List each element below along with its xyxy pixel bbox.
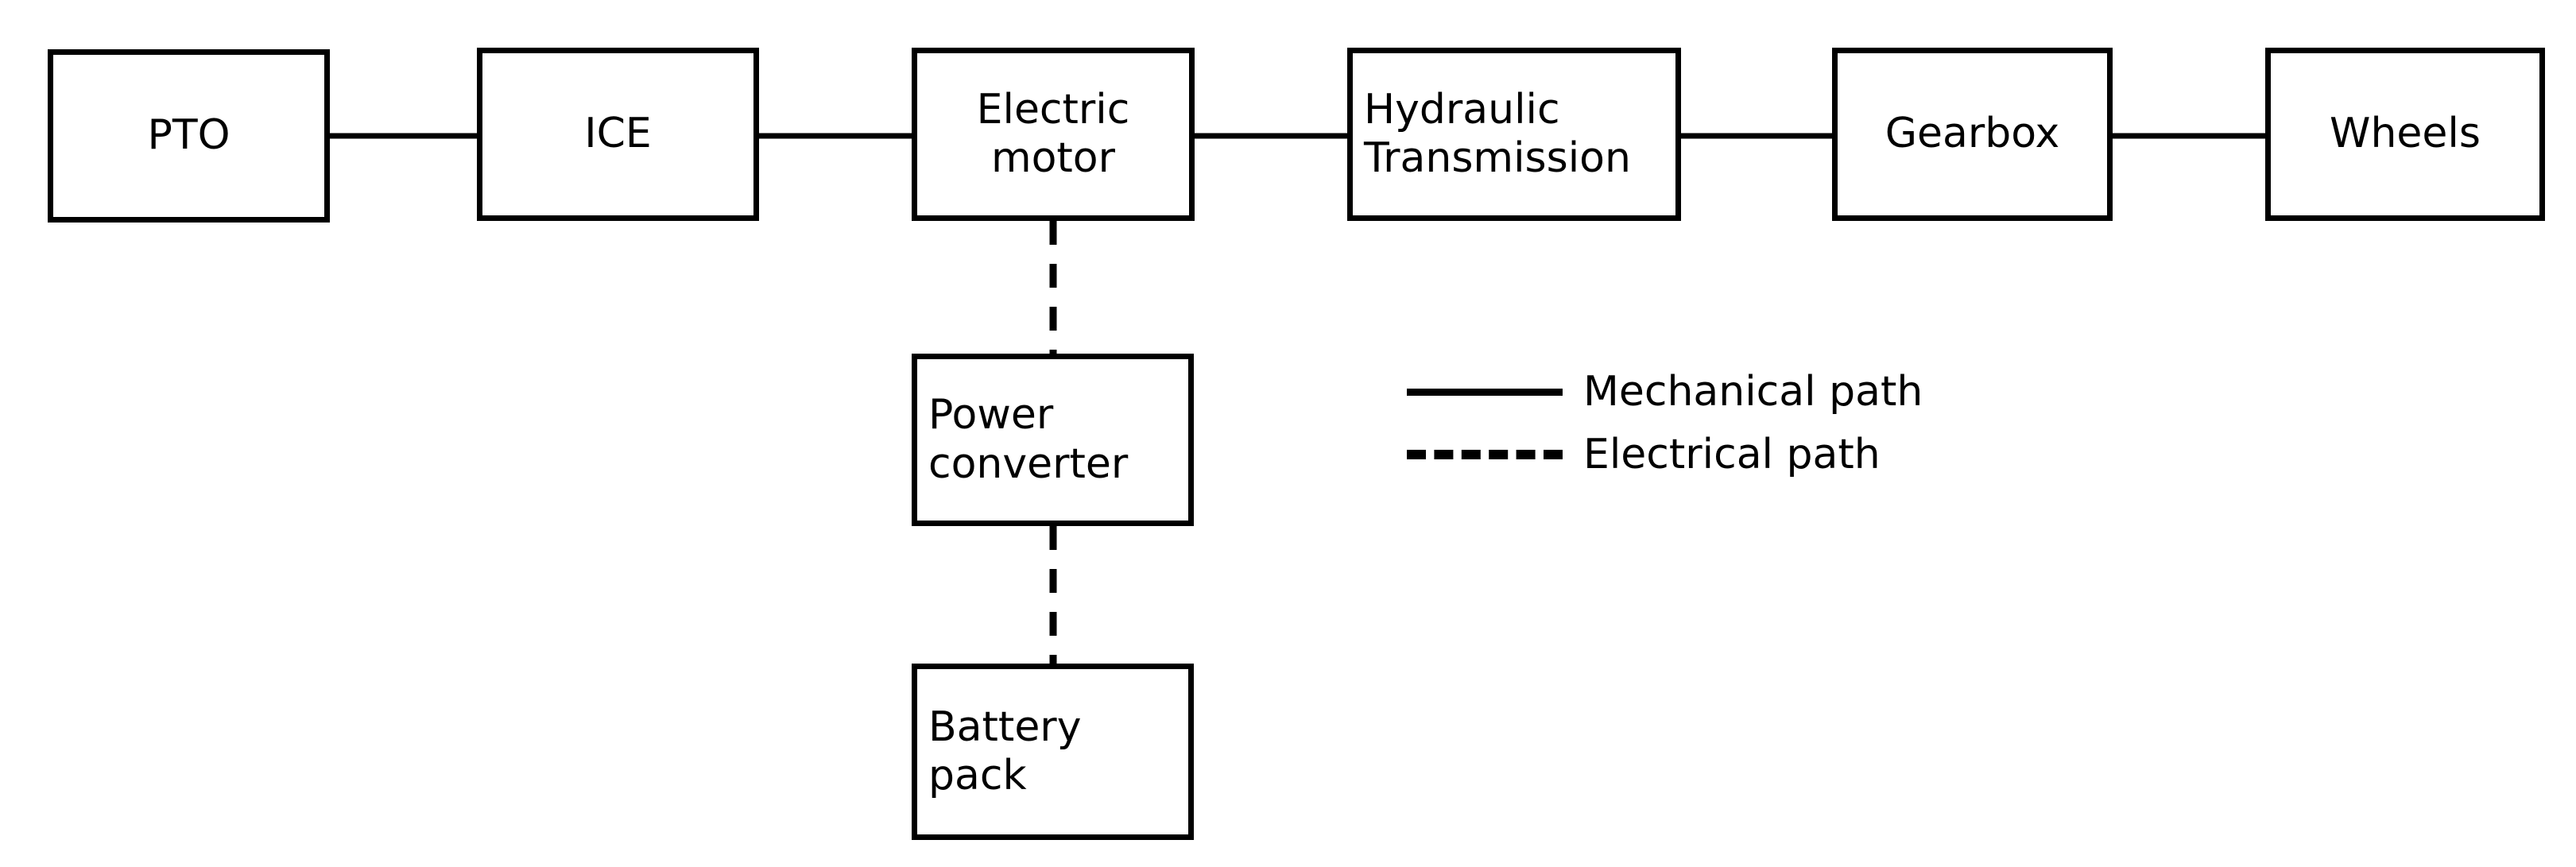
node-gearbox[interactable]: Gearbox <box>1832 48 2113 221</box>
node-label-gearbox: Gearbox <box>1885 110 2060 158</box>
node-pto[interactable]: PTO <box>48 49 330 223</box>
node-ice[interactable]: ICE <box>477 48 759 221</box>
node-label-pto: PTO <box>147 111 230 160</box>
legend-label-electrical-path: Electrical path <box>1583 431 1881 478</box>
node-battery_pack[interactable]: Battery pack <box>912 664 1194 840</box>
node-wheels[interactable]: Wheels <box>2265 48 2545 221</box>
node-label-ice: ICE <box>584 110 652 158</box>
mechanical-path-line-icon <box>1407 388 1563 396</box>
node-electric_motor[interactable]: Electric motor <box>912 48 1195 221</box>
legend-item-electrical-path: Electrical path <box>1407 434 1881 475</box>
legend-label-mechanical-path: Mechanical path <box>1583 368 1923 416</box>
node-label-battery_pack: Battery pack <box>928 703 1082 799</box>
legend-item-mechanical-path: Mechanical path <box>1407 371 1923 412</box>
node-label-electric_motor: Electric motor <box>976 85 1130 182</box>
node-label-wheels: Wheels <box>2330 110 2481 158</box>
node-hydraulic[interactable]: Hydraulic Transmission <box>1347 48 1681 221</box>
node-label-hydraulic: Hydraulic Transmission <box>1364 85 1631 182</box>
node-power_converter[interactable]: Power converter <box>912 354 1194 526</box>
electrical-path-line-icon <box>1407 450 1563 459</box>
node-label-power_converter: Power converter <box>928 391 1129 488</box>
